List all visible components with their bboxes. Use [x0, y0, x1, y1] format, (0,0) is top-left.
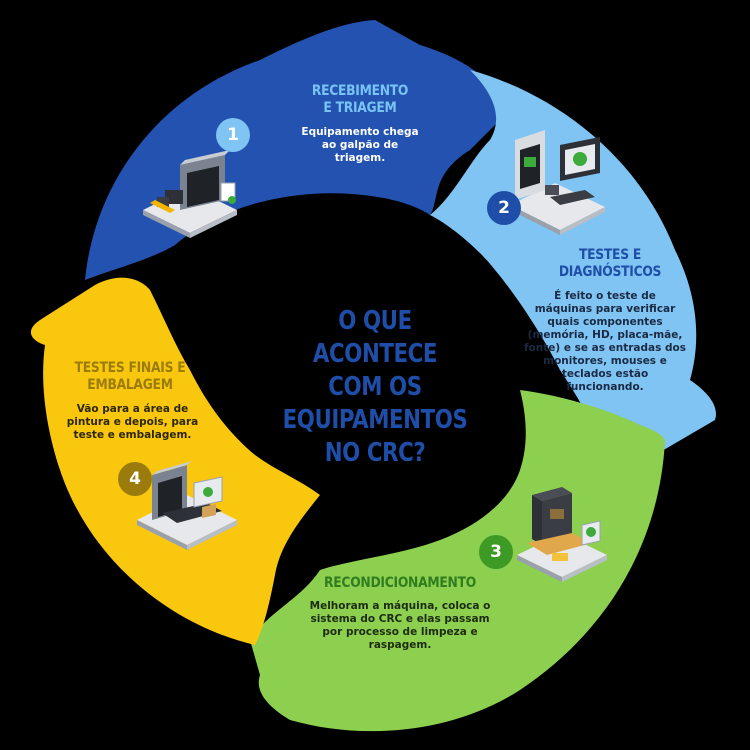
diagram-title: O QUE ACONTECE COM OS EQUIPAMENTOS NO CR…	[282, 306, 468, 468]
computer-test-icon	[510, 130, 605, 235]
step-title: RECONDICIONAMENTO	[324, 575, 476, 591]
cycle-segment-testes	[430, 70, 716, 460]
step-number-badge: 2	[487, 191, 521, 225]
step-number-badge: 3	[479, 535, 513, 569]
packaging-icon	[137, 461, 237, 550]
cycle-segment-recondicionamento	[250, 390, 665, 732]
cycle-segment-testes-finais	[30, 277, 321, 645]
warehouse-icon	[143, 150, 237, 238]
repair-bench-icon	[517, 487, 607, 582]
step-number-badge: 1	[216, 118, 250, 152]
step-number-badge: 4	[118, 462, 152, 496]
